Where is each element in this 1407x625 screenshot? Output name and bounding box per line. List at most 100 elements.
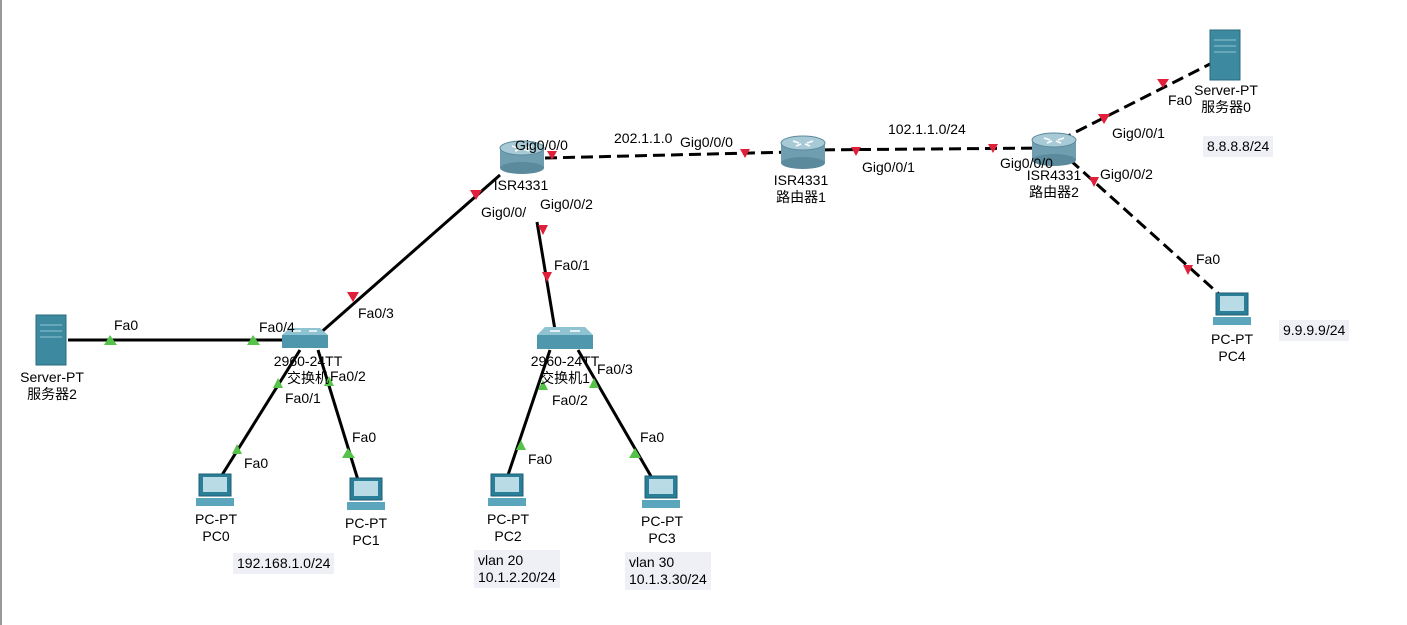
pc2-name: PC2 (494, 528, 522, 544)
link-r1-r2[interactable] (804, 146, 1051, 152)
port-up-triangle (538, 380, 548, 390)
port-label-sw1-fa03: Fa0/3 (597, 361, 633, 377)
port-up-triangle (247, 335, 260, 345)
router1-icon[interactable] (780, 135, 826, 169)
link-r0-sw0[interactable] (317, 173, 501, 337)
port-down-triangle (542, 272, 552, 282)
port-label-server0-fa0: Fa0 (1168, 92, 1193, 108)
pc0-label: PC-PT PC0 (195, 511, 237, 545)
port-up-triangle (232, 444, 242, 454)
switch0-model: 2960-24TT (273, 353, 343, 369)
port-label-sw1-fa01: Fa0/1 (554, 257, 590, 273)
router2-icon[interactable] (1031, 132, 1077, 166)
router2-label: ISR4331 路由器2 (1027, 167, 1081, 201)
switch0-name: 交换机 (286, 370, 329, 386)
router1-label: ISR4331 路由器1 (774, 172, 828, 206)
pc0-model: PC-PT (195, 511, 237, 527)
switch1-name: 交换机1 (540, 370, 590, 386)
link-r0-r1[interactable] (544, 150, 793, 160)
pc4-model: PC-PT (1211, 331, 1253, 347)
port-status (104, 79, 1193, 458)
port-up-triangle (104, 335, 117, 345)
port-up-triangle (324, 376, 334, 386)
port-up-triangle (273, 378, 283, 388)
port-down-triangle (347, 292, 359, 302)
server0-name: 服务器0 (1201, 99, 1251, 115)
pc4-label: PC-PT PC4 (1211, 331, 1253, 365)
pc1-label: PC-PT PC1 (345, 515, 387, 549)
note-pc4-ip[interactable]: 9.9.9.9/24 (1279, 320, 1350, 341)
pc3-model: PC-PT (641, 513, 683, 529)
link-label-r1-r2: 102.1.1.0/24 (888, 121, 966, 137)
pc1-icon[interactable] (347, 477, 385, 510)
port-down-triangle (1098, 114, 1110, 124)
server2-icon[interactable] (35, 314, 67, 366)
port-label-r0-g000: Gig0/0/0 (515, 137, 568, 153)
pc4-icon[interactable] (1213, 292, 1251, 325)
pc2-icon[interactable] (488, 473, 526, 506)
note-pc2-vlan: vlan 20 (478, 552, 524, 568)
port-down-triangle (1157, 79, 1169, 88)
note-pc3[interactable]: vlan 30 10.1.3.30/24 (625, 552, 711, 590)
port-down-triangle (470, 190, 482, 200)
port-up-triangle (342, 448, 355, 458)
note-pc2[interactable]: vlan 20 10.1.2.20/24 (474, 550, 560, 588)
link-sw0-pc0[interactable] (220, 349, 302, 476)
switch1-icon[interactable] (537, 327, 593, 349)
port-up-triangle (516, 440, 526, 450)
link-r2-server0[interactable] (1059, 62, 1211, 142)
port-label-server2-fa0: Fa0 (114, 317, 139, 333)
server2-model: Server-PT (20, 369, 84, 385)
port-label-pc2-fa0: Fa0 (528, 451, 553, 467)
link-sw0-pc1[interactable] (316, 349, 360, 481)
pc3-name: PC3 (648, 530, 676, 546)
link-label-r0-r1: 202.1.1.0 (614, 130, 673, 146)
port-label-r2-g001: Gig0/0/1 (1112, 125, 1165, 141)
port-label-r1-g000: Gig0/0/0 (680, 134, 733, 150)
server0-model: Server-PT (1194, 82, 1258, 98)
port-label-r2-g002: Gig0/0/2 (1100, 166, 1153, 182)
note-server0-ip[interactable]: 8.8.8.8/24 (1203, 136, 1274, 157)
pc0-icon[interactable] (196, 473, 234, 506)
port-up-triangle (629, 448, 641, 458)
port-label-sw0-fa04: Fa0/4 (259, 319, 295, 335)
note-pc2-ip: 10.1.2.20/24 (478, 569, 556, 585)
server2-label: Server-PT 服务器2 (20, 369, 84, 403)
server0-icon[interactable] (1209, 29, 1241, 81)
port-down-triangle (988, 144, 998, 153)
port-label-pc4-fa0: Fa0 (1196, 251, 1221, 267)
port-label-r1-g001: Gig0/0/1 (862, 159, 915, 175)
switch1-label: 2960-24TT 交换机1 (531, 353, 599, 387)
port-down-triangle (851, 147, 861, 156)
port-label-sw0-fa01: Fa0/1 (285, 390, 321, 406)
port-down-triangle (547, 151, 557, 160)
pc0-name: PC0 (202, 528, 230, 544)
links (68, 62, 1222, 481)
switch1-model: 2960-24TT (530, 353, 600, 369)
note-lan-left[interactable]: 192.168.1.0/24 (233, 553, 335, 574)
switch0-label: 2960-24TT 交换机 (274, 353, 342, 387)
router0-label: ISR4331 (494, 177, 548, 194)
port-label-r0-g002: Gig0/0/2 (540, 196, 593, 212)
pc3-icon[interactable] (642, 475, 680, 508)
link-r2-pc4[interactable] (1068, 158, 1222, 297)
port-label-pc1-fa0: Fa0 (352, 429, 377, 445)
port-label-r0-g001: Gig0/0/ (481, 204, 527, 220)
port-label-sw0-fa03: Fa0/3 (358, 305, 394, 321)
link-sw1-pc2[interactable] (506, 349, 552, 476)
router0-icon[interactable] (499, 140, 545, 174)
port-label-sw0-fa02: Fa0/2 (330, 368, 366, 384)
note-pc3-ip: 10.1.3.30/24 (629, 571, 707, 587)
switch0-icon[interactable] (282, 328, 328, 348)
pc4-name: PC4 (1218, 348, 1246, 364)
port-label-r2-g000: Gig0/0/0 (1000, 155, 1053, 171)
port-down-triangle (538, 225, 548, 235)
port-down-triangle (740, 149, 750, 158)
pc1-name: PC1 (352, 532, 380, 548)
port-up-triangle (589, 378, 599, 388)
router1-name: 路由器1 (776, 189, 826, 205)
server0-label: Server-PT 服务器0 (1194, 82, 1258, 116)
server2-name: 服务器2 (27, 386, 77, 402)
window-edge (0, 0, 2, 625)
